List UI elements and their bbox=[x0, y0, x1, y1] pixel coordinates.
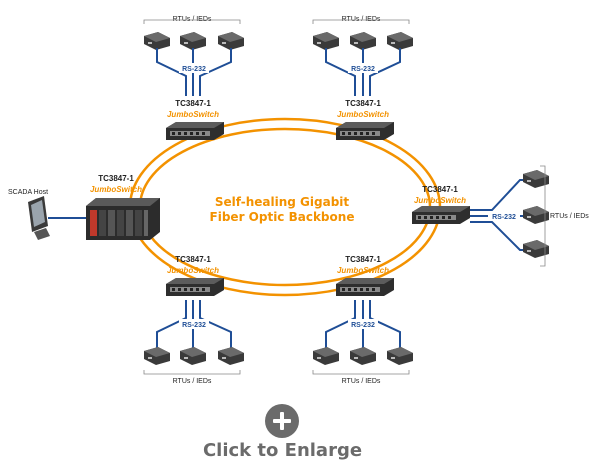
rtu-device-icon bbox=[180, 32, 206, 50]
rtu-device-icon bbox=[180, 347, 206, 365]
rtu-device-icon bbox=[218, 347, 244, 365]
rtu-device-icon bbox=[350, 347, 376, 365]
rtu-device-icon bbox=[387, 32, 413, 50]
switch-model-label: TC3847-1 bbox=[175, 255, 211, 264]
rs232-label: RS-232 bbox=[351, 66, 375, 73]
backbone-label-line2: Fiber Optic Backbone bbox=[210, 210, 355, 224]
switch-model-label: TC3847-1 bbox=[345, 99, 381, 108]
switch-model-label: TC3847-1 bbox=[345, 255, 381, 264]
plus-icon[interactable] bbox=[265, 404, 299, 438]
scada-host: SCADA Host bbox=[8, 189, 50, 240]
node-top-left: RTUs / IEDs RS-232 TC3847-1 JumboSwitch bbox=[143, 16, 244, 140]
node-bottom-left: TC3847-1 JumboSwitch RS-232 RTUs / IEDs bbox=[143, 255, 244, 385]
rtu-group-label: RTUs / IEDs bbox=[173, 16, 212, 23]
rtu-device-icon bbox=[218, 32, 244, 50]
monitor-icon bbox=[28, 196, 50, 240]
main-switch-model: TC3847-1 bbox=[98, 174, 134, 183]
switch-brand-label: JumboSwitch bbox=[167, 110, 219, 119]
rs232-label: RS-232 bbox=[351, 322, 375, 329]
switch-icon bbox=[336, 278, 394, 296]
main-switch: TC3847-1 JumboSwitch bbox=[86, 174, 160, 240]
scada-host-label: SCADA Host bbox=[8, 189, 48, 196]
switch-icon bbox=[412, 206, 470, 224]
switch-brand-label: JumboSwitch bbox=[414, 196, 466, 205]
switch-model-label: TC3847-1 bbox=[422, 185, 458, 194]
rs232-label: RS-232 bbox=[182, 66, 206, 73]
node-bottom-right: TC3847-1 JumboSwitch RS-232 RTUs / IEDs bbox=[312, 255, 413, 385]
switch-brand-label: JumboSwitch bbox=[337, 110, 389, 119]
rtu-device-icon bbox=[313, 32, 339, 50]
rtu-group-label: RTUs / IEDs bbox=[550, 213, 589, 220]
backbone-label-line1: Self-healing Gigabit bbox=[215, 195, 350, 209]
rtu-device-icon bbox=[144, 32, 170, 50]
rtu-group-label: RTUs / IEDs bbox=[342, 378, 381, 385]
rtu-device-icon bbox=[387, 347, 413, 365]
node-top-right: RTUs / IEDs RS-232 TC3847-1 JumboSwitch bbox=[312, 16, 413, 140]
switch-icon bbox=[166, 122, 224, 140]
switch-icon bbox=[336, 122, 394, 140]
rtu-group-label: RTUs / IEDs bbox=[342, 16, 381, 23]
switch-model-label: TC3847-1 bbox=[175, 99, 211, 108]
rtu-device-icon bbox=[144, 347, 170, 365]
switch-brand-label: JumboSwitch bbox=[337, 266, 389, 275]
switch-brand-label: JumboSwitch bbox=[167, 266, 219, 275]
switch-icon bbox=[166, 278, 224, 296]
network-diagram: Self-healing Gigabit Fiber Optic Backbon… bbox=[8, 16, 589, 385]
rs232-label: RS-232 bbox=[492, 214, 516, 221]
rs232-label: RS-232 bbox=[182, 322, 206, 329]
rtu-device-icon bbox=[313, 347, 339, 365]
rtu-device-icon bbox=[350, 32, 376, 50]
rtu-group-label: RTUs / IEDs bbox=[173, 378, 212, 385]
click-to-enlarge-link[interactable]: Click to Enlarge bbox=[202, 440, 363, 461]
node-right: TC3847-1 JumboSwitch RS-232 RTUs / IEDs bbox=[412, 165, 589, 267]
main-switch-brand: JumboSwitch bbox=[90, 185, 142, 194]
